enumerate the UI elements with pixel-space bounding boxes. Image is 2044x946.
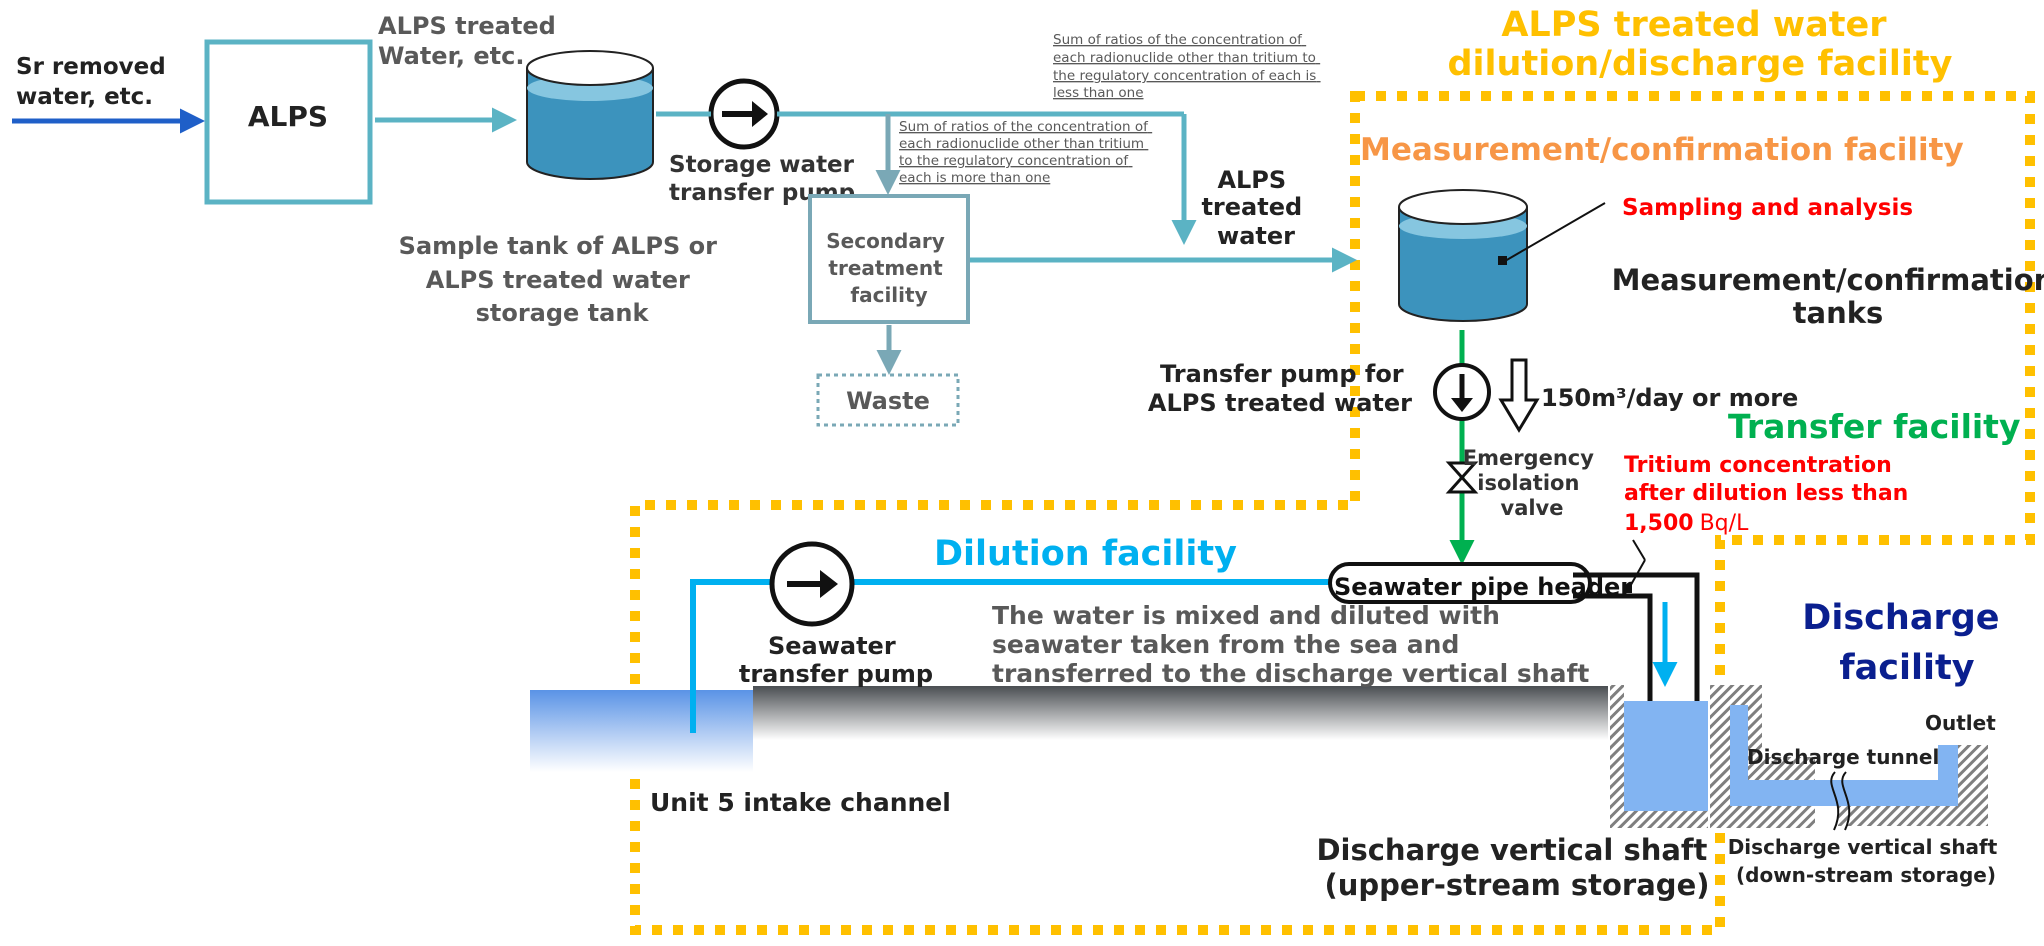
ground-surface (753, 686, 1608, 740)
emergency-valve-label: Emergency isolation valve (1463, 446, 1602, 520)
transfer-facility-label: Transfer facility (1728, 407, 2020, 446)
outlet-label: Outlet (1925, 711, 1996, 735)
sample-tank-label: Sample tank of ALPS or ALPS treated wate… (399, 232, 726, 327)
tritium-label: Tritium concentration after dilution les… (1624, 453, 1908, 506)
shaft-wall-left (1610, 685, 1624, 828)
shaft-down-label: Discharge vertical shaft (down-stream st… (1728, 835, 2005, 887)
shaft-wall-bottom (1610, 810, 1708, 828)
alps-transfer-pump-icon (1433, 363, 1491, 421)
sampling-label: Sampling and analysis (1622, 195, 1913, 221)
dilution-facility-label: Dilution facility (934, 534, 1237, 574)
seawater-pipe-header (1328, 562, 1592, 604)
discharge-tunnel-label: Discharge tunnel (1747, 745, 1939, 769)
outlet-water (1938, 745, 1958, 806)
measurement-tank (1398, 189, 1528, 322)
secondary-treatment-label: Secondary treatment facility (826, 229, 951, 307)
unit5-intake-label: Unit 5 intake channel (650, 788, 951, 817)
alps-label: ALPS (248, 100, 328, 133)
ratio-gt-one-note: Sum of ratios of the concentration of ea… (899, 119, 1152, 186)
flow-rate-label: 150m³/day or more (1541, 384, 1798, 412)
outlet-wall (1958, 745, 1988, 825)
alps-box (204, 39, 373, 205)
facility-boundary (630, 91, 2035, 935)
shaft-water (1624, 701, 1708, 811)
seawater-pump-label: Seawater transfer pump (739, 632, 933, 688)
sampling-pointer (1504, 202, 1606, 262)
tunnel-break-mark (1830, 771, 1851, 831)
measurement-tanks-label: Measurement/confirmation tanks (1612, 263, 2044, 330)
seawater-pump-icon (769, 541, 855, 627)
shaft-upper-label: Discharge vertical shaft (upper-stream s… (1316, 833, 1717, 902)
flow-down-arrow (1498, 358, 1540, 433)
seawater-intake-pipe (690, 579, 1345, 733)
secondary-treatment-box (808, 194, 970, 324)
storage-pump-icon (708, 78, 780, 150)
ratio-lt-one-note: Sum of ratios of the concentration of ea… (1053, 32, 1321, 101)
header-pointer (1632, 539, 1646, 561)
emergency-valve-icon (1445, 461, 1479, 494)
alps-treated-water-label: ALPS treated water (1201, 166, 1310, 250)
facility-title: ALPS treated water dilution/discharge fa… (1448, 5, 1953, 84)
sample-tank (526, 50, 654, 180)
waste-label: Waste (846, 387, 930, 415)
discharge-facility-label: Discharge facility (1802, 598, 2011, 688)
measurement-facility-label: Measurement/confirmation facility (1360, 132, 1964, 168)
waste-box (816, 373, 960, 427)
tunnel-wall-bottom (1838, 806, 1988, 826)
sea-surface (530, 690, 753, 772)
discharge-tunnel-water (1730, 705, 1838, 806)
alps-transfer-pump-label: Transfer pump for ALPS treated water (1148, 360, 1412, 417)
mixing-note: The water is mixed and diluted with seaw… (992, 601, 1589, 688)
